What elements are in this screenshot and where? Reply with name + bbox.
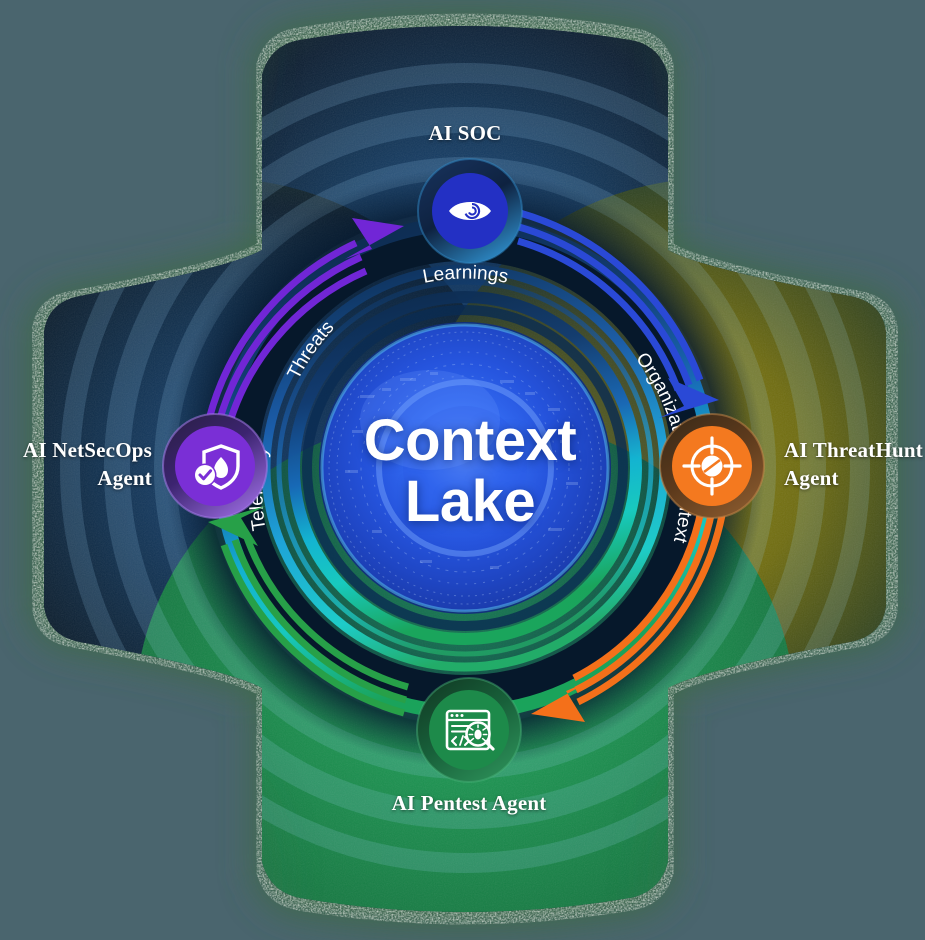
arrow-threathunt-to-pentest	[531, 499, 727, 722]
node-label-ai-threathunt-agent: AI ThreatHunt Agent	[784, 438, 923, 490]
eye-icon	[449, 202, 491, 220]
node-label-ai-pentest-agent: AI Pentest Agent	[391, 791, 547, 815]
arrow-soc-to-threathunt	[517, 209, 719, 418]
node-ai-pentest-agent[interactable]	[416, 677, 522, 783]
arrow-pentest-to-netsecops	[208, 506, 409, 717]
context-lake-core	[319, 322, 611, 614]
node-ai-soc[interactable]	[417, 158, 523, 264]
node-ai-threathunt-agent[interactable]	[659, 413, 765, 519]
shield-flame-check-icon	[193, 444, 240, 490]
node-label-ai-soc: AI SOC	[428, 121, 502, 145]
node-label-ai-netsecops-agent: AI NetSecOps Agent	[23, 438, 152, 490]
code-window-bug-magnifier-icon	[445, 709, 495, 751]
arrow-netsecops-to-soc	[202, 218, 404, 445]
node-ai-netsecops-agent[interactable]	[162, 413, 268, 519]
flow-arrows	[202, 209, 727, 722]
crosshair-target-icon	[682, 436, 742, 496]
